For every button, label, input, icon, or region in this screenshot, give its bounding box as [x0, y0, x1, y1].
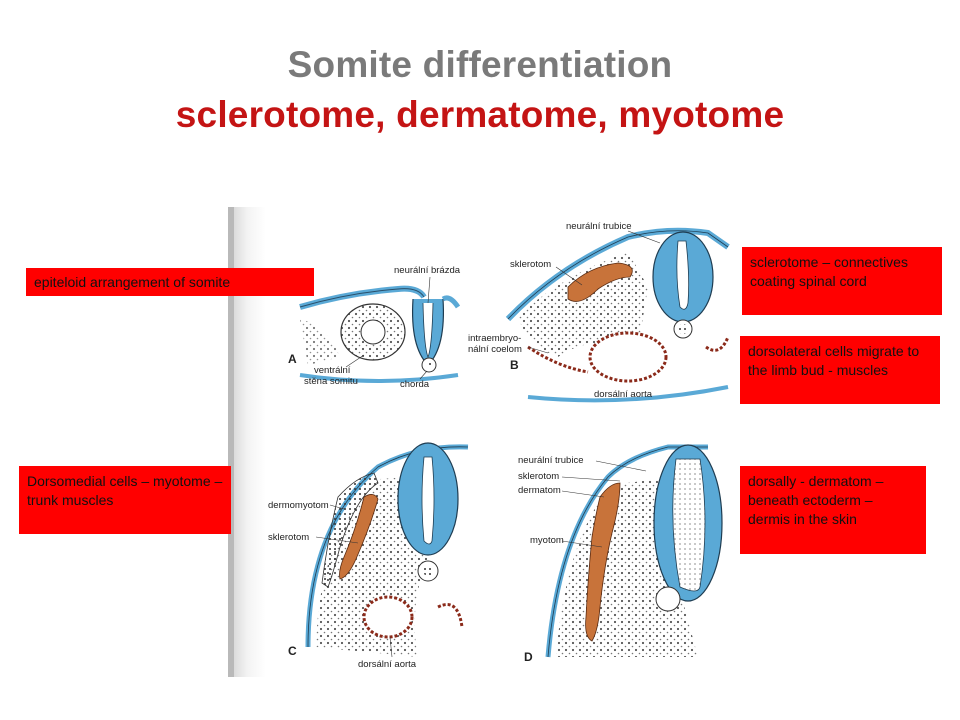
- label-sclerotom-b: sklerotom: [510, 259, 551, 270]
- somite-diagram-scan: A neurální brázda ventrální stěna somitu…: [228, 207, 730, 677]
- label-neural-tube-d: neurální trubice: [518, 455, 583, 466]
- dermomyotome-shape-c: [339, 494, 379, 580]
- label-chorda: chorda: [400, 379, 430, 390]
- label-coelom-b-1: intraembryo-: [468, 333, 521, 344]
- label-coelom-b-2: nální coelom: [468, 344, 522, 355]
- panel-b: B neurální trubice sklerotom intraembryo…: [468, 221, 730, 403]
- label-neural-groove: neurální brázda: [394, 265, 461, 276]
- page-subtitle: sclerotome, dermatome, myotome: [175, 94, 785, 135]
- callout-epiteloid: epiteloid arrangement of somite: [26, 268, 314, 296]
- panel-c-letter: C: [288, 644, 297, 658]
- page-title: Somite differentiation: [287, 44, 673, 85]
- label-sclerotom-c: sklerotom: [268, 532, 309, 543]
- label-myotom-d: myotom: [530, 535, 564, 546]
- callout-dorsally: dorsally - dermatom – beneath ectoderm –…: [740, 466, 926, 554]
- panel-a: A neurální brázda ventrální stěna somitu…: [288, 265, 461, 390]
- label-aorta-b: dorsální aorta: [594, 389, 653, 400]
- label-ventral-wall-1: ventrální: [314, 365, 351, 376]
- label-sclerotom-d: sklerotom: [518, 471, 559, 482]
- label-dermomyotom-c: dermomyotom: [268, 500, 329, 511]
- label-neural-tube-b: neurální trubice: [566, 221, 631, 232]
- aorta-c: [362, 595, 414, 639]
- label-ventral-wall-2: stěna somitu: [304, 376, 358, 387]
- myotome-shape-d: [585, 482, 621, 642]
- label-aorta-c: dorsální aorta: [358, 659, 417, 670]
- panel-c: C dermomyotom sklerotom dorsální aorta: [268, 442, 469, 670]
- callout-dorsolateral: dorsolateral cells migrate to the limb b…: [740, 336, 940, 404]
- panel-d: D neurální trubice sklerotom dermatom my…: [518, 444, 723, 664]
- callout-dorsomedial: Dorsomedial cells – myotome –trunk muscl…: [19, 466, 231, 534]
- callout-sclerotome: sclerotome – connectives coating spinal …: [742, 247, 942, 315]
- sclerotome-shape-b: [567, 262, 633, 302]
- panel-b-letter: B: [510, 358, 519, 372]
- panel-d-letter: D: [524, 650, 533, 664]
- label-dermatom-d: dermatom: [518, 485, 561, 496]
- aorta-b: [588, 331, 668, 383]
- panel-a-letter: A: [288, 352, 297, 366]
